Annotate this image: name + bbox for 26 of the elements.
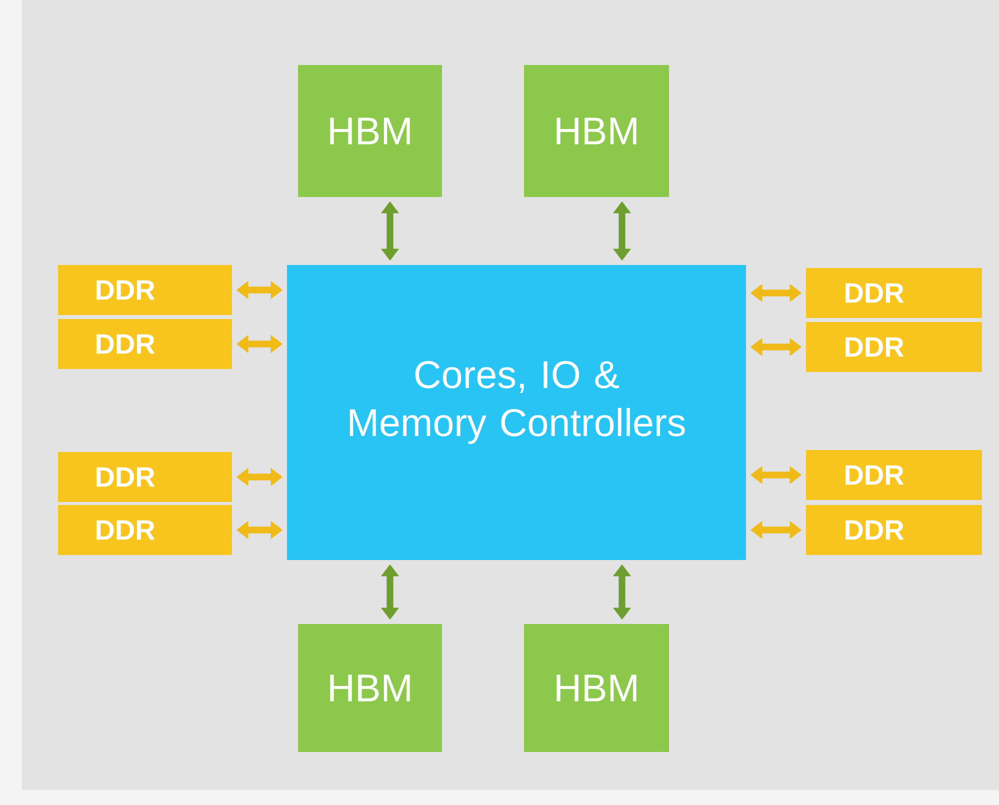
ddr-box <box>58 505 232 555</box>
node-label: DDR <box>96 280 155 300</box>
node-label: DDR <box>846 465 904 485</box>
hbm-box <box>524 624 669 752</box>
node-label: DDR <box>846 283 904 303</box>
node-label: HBM <box>330 118 410 144</box>
processor-box <box>287 265 746 560</box>
ddr-box <box>58 452 232 502</box>
node-label: HBM <box>556 118 636 144</box>
node-label: DDR <box>846 520 904 540</box>
ddr-box <box>806 450 982 500</box>
node-label: HBM <box>556 674 636 702</box>
hbm-box <box>298 624 442 752</box>
node-label: DDR <box>846 337 904 357</box>
ddr-box <box>806 322 982 372</box>
node-label: DDR <box>96 467 155 487</box>
ddr-box <box>58 265 232 315</box>
hbm-box <box>524 65 669 197</box>
node-label: DDR <box>96 334 155 354</box>
hbm-box <box>298 65 442 197</box>
ddr-box <box>58 319 232 369</box>
ddr-box <box>806 268 982 318</box>
ddr-box <box>806 505 982 555</box>
node-label: Cores, IO & Memory Controllers <box>350 360 685 444</box>
node-label: DDR <box>96 520 155 540</box>
node-label: HBM <box>330 674 410 702</box>
